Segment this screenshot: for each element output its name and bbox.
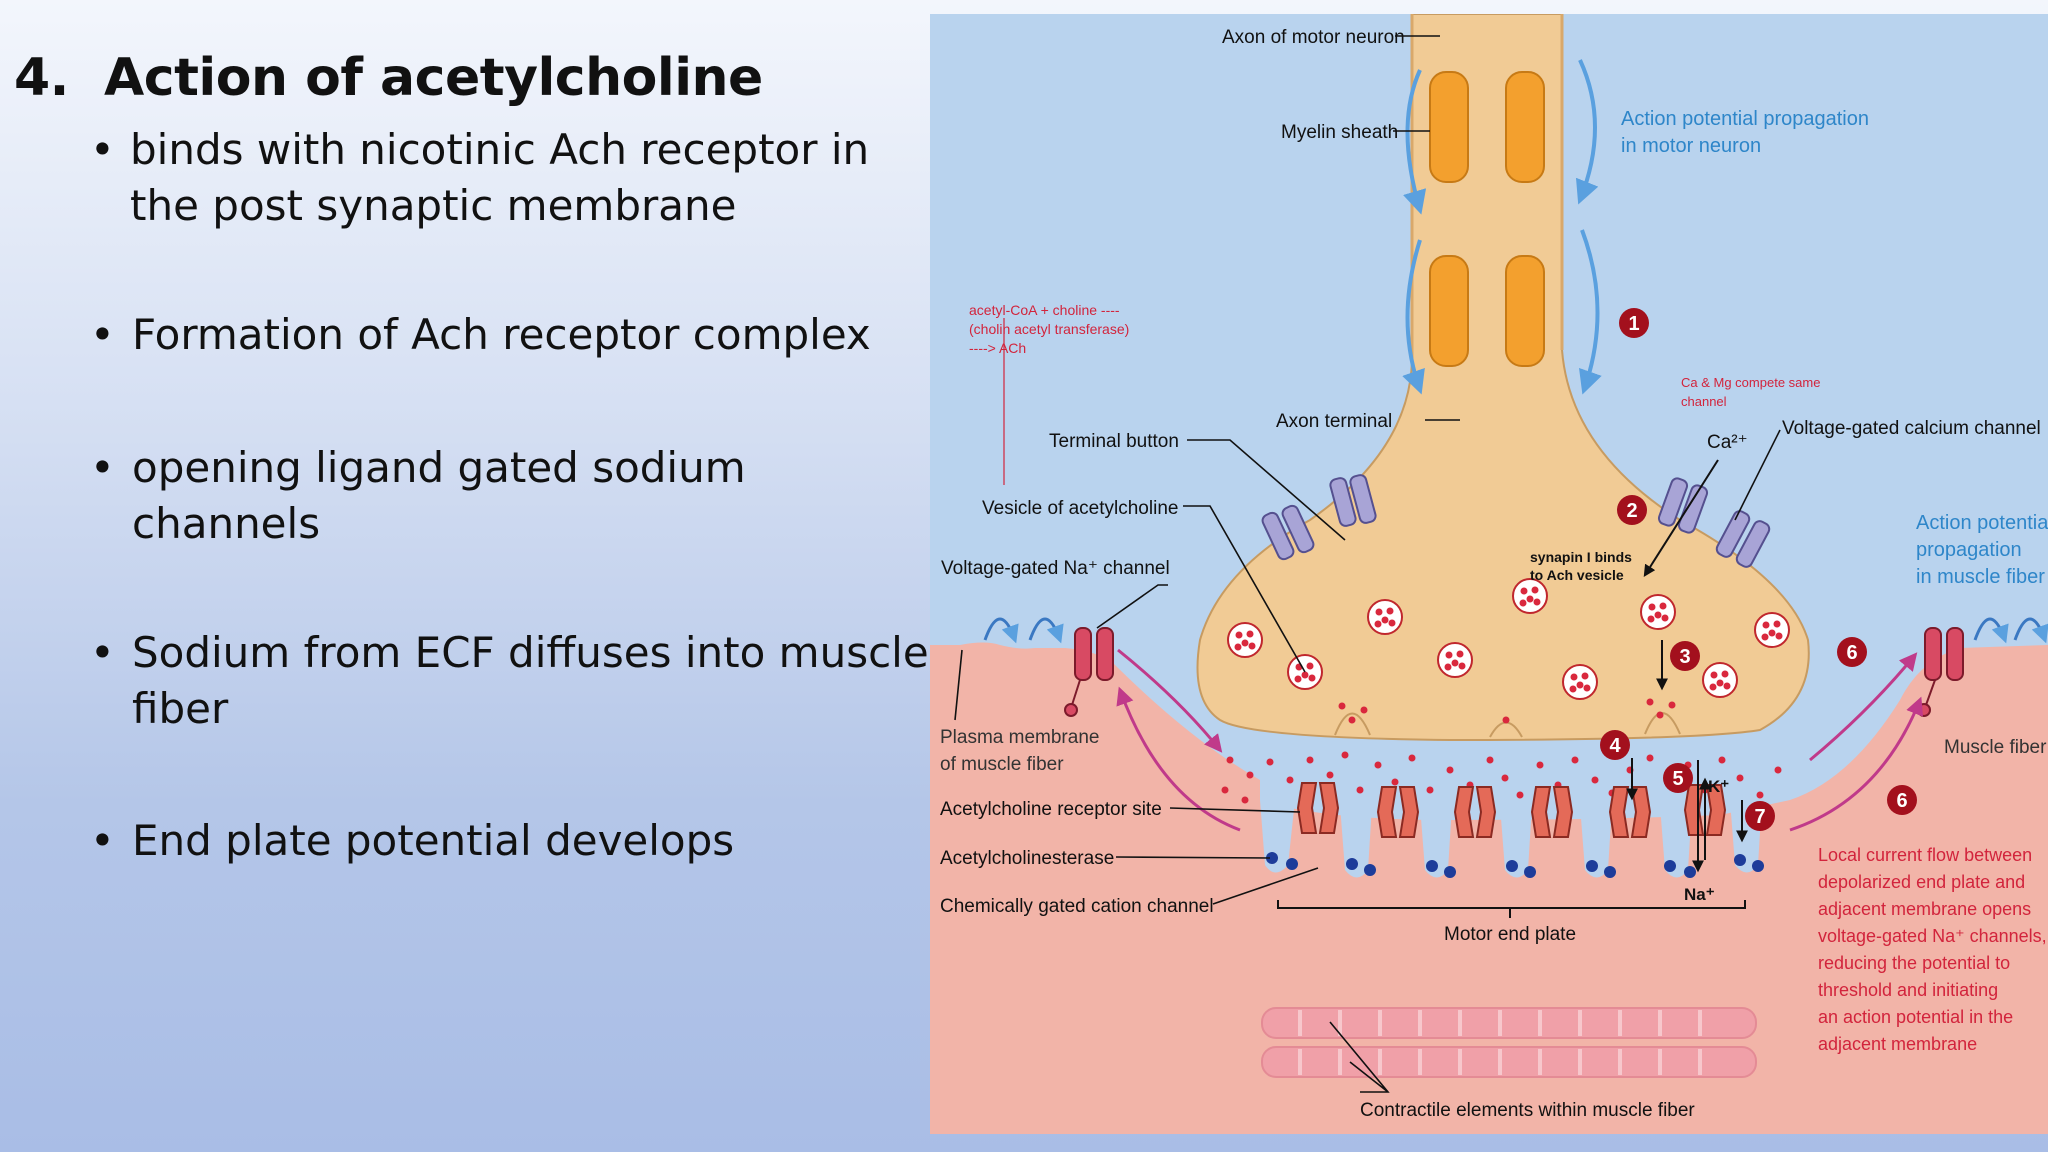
step-arrows [1626,459,1748,873]
label-local-current-8: adjacent membrane [1818,1034,1977,1054]
bullet-item: • binds with nicotinic Ach receptor in t… [90,122,930,234]
text-panel: 4. Action of acetylcholine • binds with n… [0,0,930,1152]
label-plasma-membrane-1: Plasma membrane [940,727,1099,748]
bullet-text: binds with nicotinic Ach receptor in the… [130,125,870,230]
bullet-glyph: • [90,443,115,492]
neuromuscular-junction-diagram: 1 2 3 4 5 6 7 6 Axon of motor neuron Mye… [930,14,2048,1134]
label-local-current-5: reducing the potential to [1818,953,2010,973]
label-local-current-7: an action potential in the [1818,1007,2013,1027]
label-ca-ion: Ca²⁺ [1707,432,1748,453]
step-number: 1 [1628,313,1639,335]
muscle-ap-arcs [983,617,2048,644]
label-na-ion: Na⁺ [1684,885,1715,904]
label-chem-gated: Chemically gated cation channel [940,896,1214,917]
slide-heading: 4. Action of acetylcholine [14,48,763,108]
bullet-text: opening ligand gated sodium channels [132,443,746,548]
bullet-item: • End plate potential develops [90,813,930,869]
bullet-item: • Formation of Ach receptor complex [90,307,930,363]
label-local-current-4: voltage-gated Na⁺ channels, [1818,926,2047,946]
label-ca-mg-1: Ca & Mg compete same [1681,375,1820,390]
label-ap-muscle-3: in muscle fiber [1916,566,2045,588]
label-local-current-1: Local current flow between [1818,845,2032,865]
label-local-current-2: depolarized end plate and [1818,872,2025,892]
myelin-segment [1429,255,1469,367]
myelin-segment [1505,71,1545,183]
bullet-glyph: • [90,125,115,174]
step-number: 2 [1626,500,1637,522]
label-ap-motor-neuron-1: Action potential propagation [1621,108,1869,130]
label-local-current-6: threshold and initiating [1818,980,1998,1000]
label-vg-na: Voltage-gated Na⁺ channel [941,558,1170,579]
label-axon-motor-neuron: Axon of motor neuron [1222,27,1405,48]
bullet-glyph: • [90,816,115,865]
label-synapin-2: to Ach vesicle [1530,567,1624,583]
label-synapin-1: synapin I binds [1530,549,1632,565]
junctional-fold [1580,805,1612,878]
label-terminal-button: Terminal button [1049,431,1179,452]
label-contractile: Contractile elements within muscle fiber [1360,1100,1695,1121]
junctional-fold [1340,805,1372,878]
released-ach [1221,698,1782,804]
label-ap-muscle-2: propagation [1916,539,2022,561]
ap-arrow [1402,239,1425,395]
voltage-gated-calcium-channels [1261,474,1771,568]
step-markers: 1 2 3 4 5 6 7 6 [1600,308,1917,831]
label-ap-muscle-1: Action potential [1916,512,2048,534]
bullet-item: • opening ligand gated sodium channels [90,440,930,552]
bullet-text: End plate potential develops [132,816,735,865]
label-ap-motor-neuron-2: in motor neuron [1621,135,1761,157]
myelin-segment [1505,255,1545,367]
label-vesicle-ach: Vesicle of acetylcholine [982,498,1178,519]
voltage-gated-na-channel-left [1064,627,1114,717]
step-number: 5 [1672,768,1683,790]
bullet-glyph: • [90,628,115,677]
label-synthesis-1: acetyl-CoA + choline ---- [969,302,1120,318]
leader-lines [954,35,1781,1093]
bullet-text: Sodium from ECF diffuses into muscle fib… [132,628,929,733]
label-acetylcholinesterase: Acetylcholinesterase [940,848,1114,869]
bullet-item: • Sodium from ECF diffuses into muscle f… [90,625,930,737]
label-k-ion: K⁺ [1708,777,1729,796]
step-number: 3 [1679,646,1690,668]
motor-end-plate-bracket [1277,900,1746,918]
label-local-current-3: adjacent membrane opens [1818,899,2031,919]
label-myelin-sheath: Myelin sheath [1281,122,1398,143]
muscle-fiber-region [930,642,2048,1134]
step-number: 4 [1609,735,1621,757]
voltage-gated-na-channel-right [1917,627,1964,717]
label-muscle-fiber: Muscle fiber [1944,737,2047,758]
ap-arrow [1575,59,1599,205]
local-current-arrows [1116,648,1924,832]
ach-vesicles [1227,578,1790,700]
step-number: 6 [1846,642,1857,664]
ap-arrow [1579,229,1602,395]
junctional-fold [1500,805,1532,878]
label-ca-mg-2: channel [1681,394,1727,409]
label-synthesis-2: (cholin acetyl transferase) [969,321,1129,337]
step-number: 6 [1896,790,1907,812]
contractile-elements [1261,1007,1757,1078]
diagram-svg: 1 2 3 4 5 6 7 6 Axon of motor neuron Mye… [930,14,2048,1134]
junctional-fold [1420,805,1452,878]
step-number: 7 [1754,806,1765,828]
label-vg-calcium: Voltage-gated calcium channel [1782,418,2041,439]
bullet-text: Formation of Ach receptor complex [132,310,871,359]
label-motor-end-plate: Motor end plate [1444,924,1576,945]
myelin-segment [1429,71,1469,183]
junctional-fold [1660,805,1692,878]
bullet-glyph: • [90,310,115,359]
label-axon-terminal: Axon terminal [1276,411,1392,432]
ap-arrow [1403,69,1427,215]
label-plasma-membrane-2: of muscle fiber [940,754,1064,775]
exocytosis-sites [1334,712,1681,738]
heading-number: 4. [14,48,69,108]
label-synthesis-3: ----> ACh [969,340,1026,356]
heading-text: Action of acetylcholine [104,48,763,108]
diagram-labels: Axon of motor neuron Myelin sheath Actio… [940,27,2048,1121]
label-ach-receptor-site: Acetylcholine receptor site [940,799,1162,820]
